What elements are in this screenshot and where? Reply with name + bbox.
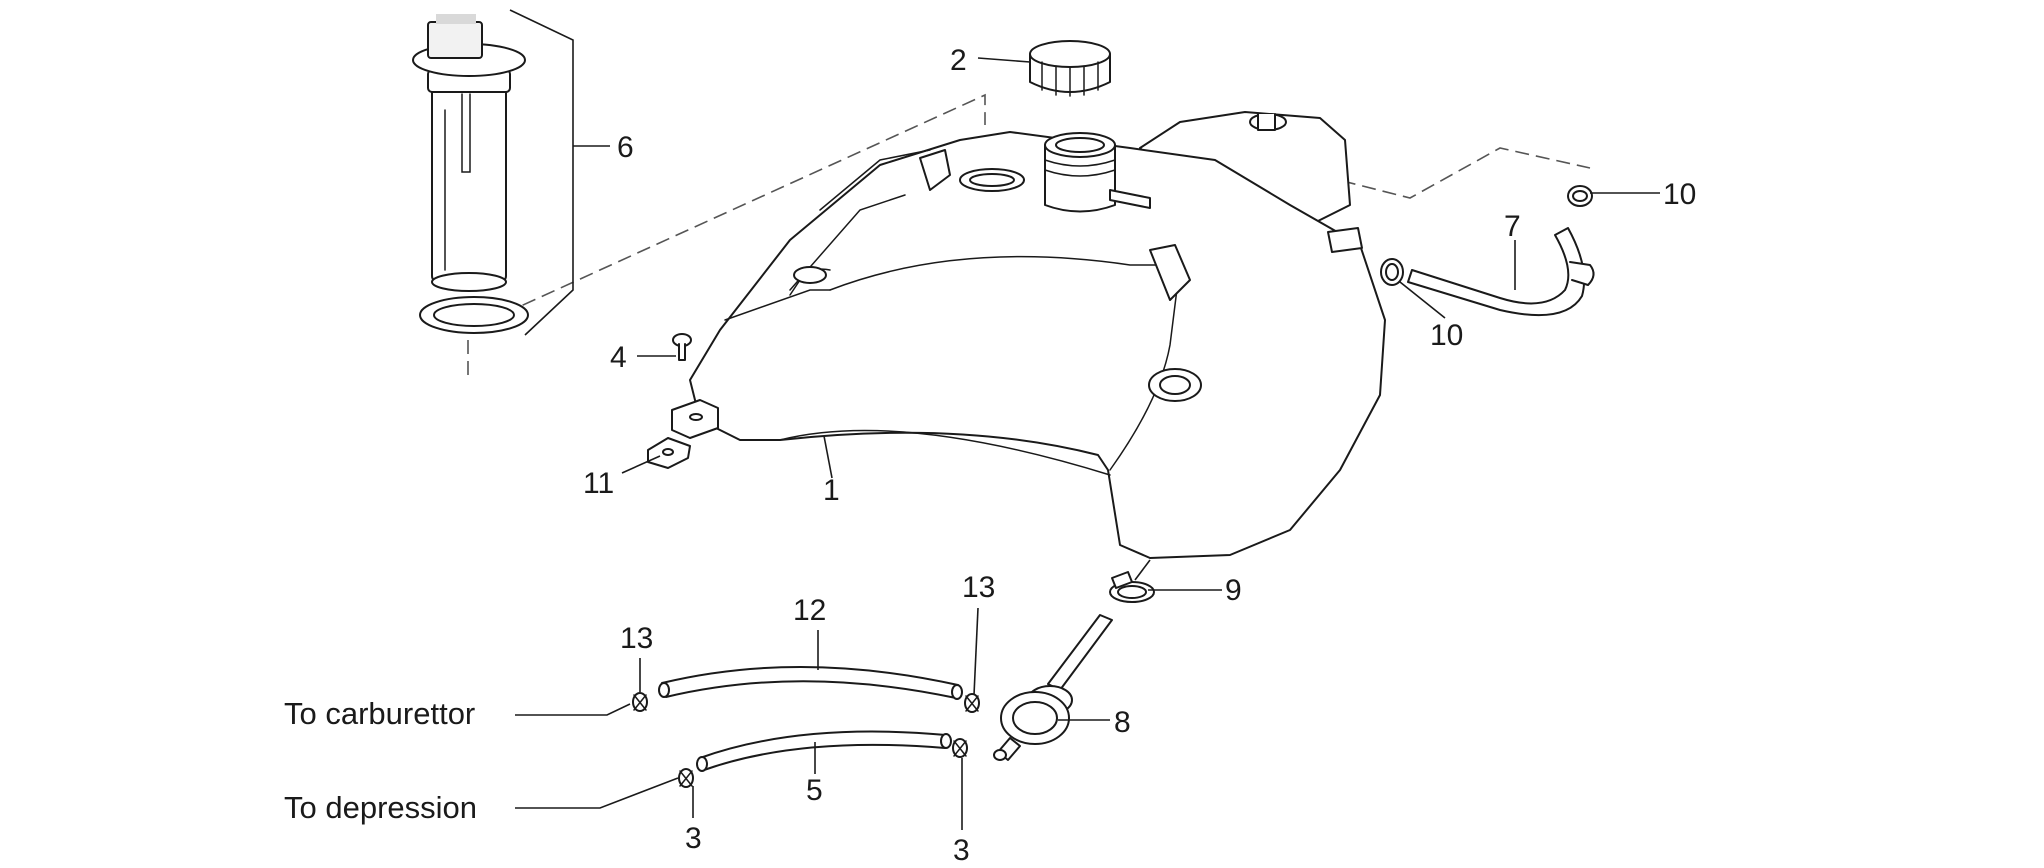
callout-6: 6 xyxy=(617,131,634,164)
fuel-hose xyxy=(658,666,963,700)
callout-5: 5 xyxy=(806,774,823,807)
callout-2: 2 xyxy=(950,44,967,77)
callout-4: 4 xyxy=(610,341,627,374)
fuel-tank xyxy=(671,111,1386,559)
hose-clamp-upper-right xyxy=(1567,185,1593,207)
clip-nut xyxy=(647,437,691,469)
callout-labels: 2 6 10 7 10 4 11 1 9 12 13 13 8 5 3 3 xyxy=(583,44,1696,867)
callout-7: 7 xyxy=(1504,210,1521,243)
spring-clip-13-right xyxy=(964,693,980,713)
spring-clip-3-right xyxy=(952,738,968,758)
callout-8: 8 xyxy=(1114,706,1131,739)
hose-clamp-lower xyxy=(1109,571,1155,603)
breather-hose xyxy=(1407,227,1595,317)
annotation-to-depression: To depression xyxy=(284,790,477,825)
fuel-tap xyxy=(993,614,1113,761)
callout-3-left: 3 xyxy=(685,822,702,855)
callout-10-upper: 10 xyxy=(1663,178,1696,211)
screw xyxy=(672,333,692,361)
spring-clip-3-left xyxy=(678,768,694,788)
callout-11: 11 xyxy=(583,467,614,500)
callout-9: 9 xyxy=(1225,574,1242,607)
filler-cap xyxy=(1029,40,1111,97)
spring-clip-13-left xyxy=(632,692,648,712)
callout-12: 12 xyxy=(793,594,826,627)
callout-1: 1 xyxy=(823,474,840,507)
callout-3-right: 3 xyxy=(953,834,970,867)
hose-clamp-middle xyxy=(1380,258,1404,286)
vacuum-hose xyxy=(696,730,952,772)
annotation-to-carburettor: To carburettor xyxy=(284,696,475,731)
callout-13-right: 13 xyxy=(962,571,995,604)
callout-10-middle: 10 xyxy=(1430,319,1463,352)
leader-lines xyxy=(515,57,1660,830)
fuel-pump-assembly xyxy=(412,9,574,336)
callout-13-left: 13 xyxy=(620,622,653,655)
connection-annotations: To carburettor To depression xyxy=(284,696,477,825)
